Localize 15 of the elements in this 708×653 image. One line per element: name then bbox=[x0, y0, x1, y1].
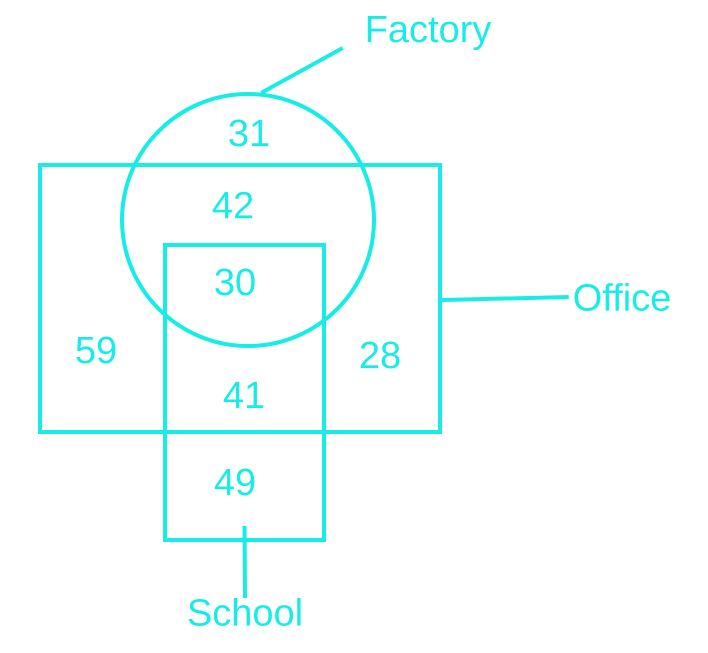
set-label: Office bbox=[574, 283, 670, 311]
venn-rectangle bbox=[38, 163, 442, 434]
region-count: 49 bbox=[214, 468, 254, 496]
venn-rectangle bbox=[163, 243, 326, 542]
leader-line bbox=[260, 46, 344, 94]
region-count: 30 bbox=[215, 268, 255, 296]
region-count: 59 bbox=[76, 336, 116, 364]
leader-line bbox=[242, 526, 247, 598]
set-label: Factory bbox=[368, 16, 492, 50]
region-count: 42 bbox=[212, 192, 252, 218]
set-label: School bbox=[188, 598, 301, 626]
region-count: 41 bbox=[224, 382, 264, 408]
region-count: 31 bbox=[229, 120, 268, 146]
leader-line bbox=[442, 295, 569, 302]
region-count: 28 bbox=[360, 342, 400, 368]
